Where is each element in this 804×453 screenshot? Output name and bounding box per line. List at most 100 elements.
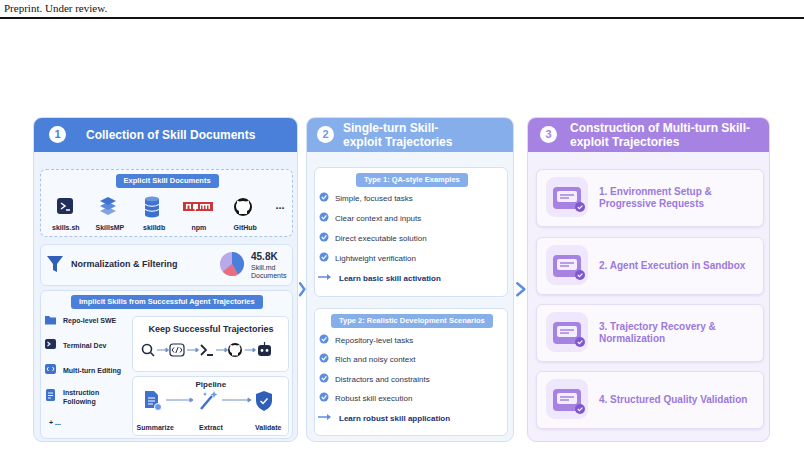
icon-shape [245, 350, 253, 351]
stage-chevron [300, 283, 304, 295]
step-title: 2. Agent Execution in Sandbox [599, 260, 759, 272]
icon-shape [560, 397, 574, 400]
icon-label: Extract [199, 423, 223, 432]
icon-shape [320, 335, 329, 344]
check-item: Lightweight verification [335, 254, 416, 264]
icon-shape [320, 393, 329, 402]
check-item: Direct executable solution [335, 234, 427, 244]
icon-shape [201, 396, 212, 409]
outcome-item: Learn robust skill application [339, 414, 450, 424]
icon-label: skilldb [143, 223, 165, 232]
icon-shape [48, 342, 51, 346]
icon-shape [318, 276, 328, 278]
icon-shape [322, 356, 327, 359]
source-item: Multi-turn Editing [63, 367, 129, 376]
icon-shape [322, 376, 327, 379]
icon-shape [234, 198, 252, 216]
icon-shape [322, 255, 327, 258]
icon-shape [47, 367, 54, 371]
step-title: 1. Environment Setup & Progressive Reque… [599, 186, 759, 210]
panel-title: Single-turn Skill-exploit Trajectories [343, 121, 473, 149]
icon-shape [196, 348, 199, 352]
icon-shape [220, 252, 244, 276]
step-number: 1 [49, 126, 66, 143]
step-title: 4. Structured Quality Validation [599, 394, 759, 406]
icon-label: skills.sh [52, 223, 80, 232]
icon-shape [320, 354, 329, 363]
header-note: Preprint. Under review. [4, 2, 107, 15]
icon-shape [578, 408, 583, 411]
icon-shape [203, 391, 218, 398]
icon-shape [318, 416, 328, 418]
icon-shape [322, 215, 327, 218]
icon-shape [190, 398, 193, 402]
icon-shape [45, 364, 56, 374]
icon-shape [223, 264, 238, 276]
icon-shape [145, 205, 159, 212]
icon-shape [546, 177, 588, 217]
icon-shape [201, 345, 213, 355]
icon-shape [560, 263, 574, 266]
icon-shape [322, 337, 327, 340]
source-box: Explicit Skill Documentsskills.shSkillsM… [40, 169, 293, 237]
icon-shape [546, 177, 588, 419]
more-marker: ... [276, 199, 285, 211]
source-item: + ... [49, 419, 115, 428]
icon-shape [320, 374, 329, 383]
icon-shape [261, 399, 268, 404]
icon-shape [166, 348, 169, 352]
icon-shape [57, 197, 252, 218]
icon-shape [575, 270, 585, 280]
icon-shape [318, 193, 331, 421]
section-tag: Implicit Skills from Successful Agent Tr… [71, 295, 263, 309]
icon-shape [151, 353, 155, 357]
header-rule [0, 17, 804, 19]
icon-shape [230, 345, 241, 356]
icon-shape [578, 341, 583, 344]
icon-shape [46, 389, 55, 401]
icon-shape [66, 209, 70, 211]
icon-shape [166, 400, 190, 401]
box-title: Pipeline [196, 380, 227, 390]
icon-shape [560, 330, 574, 333]
check-item: Distractors and constraints [335, 375, 430, 385]
icon-label: Summarize [137, 423, 174, 432]
icon-shape [143, 345, 155, 357]
icon-shape [157, 350, 166, 351]
icon-shape [578, 274, 583, 277]
icon-shape [248, 398, 251, 402]
step-number: 3 [540, 126, 557, 143]
check-item: Robust skill execution [335, 394, 412, 404]
icon-shape [557, 393, 577, 404]
stage-panel: 2Single-turn Skill-exploit TrajectoriesT… [306, 117, 514, 442]
source-item: Terminal Dev [63, 342, 129, 351]
icon-shape [166, 398, 251, 402]
check-item: Simple, focused tasks [335, 194, 413, 204]
icon-shape [517, 283, 524, 295]
icon-shape [261, 349, 264, 352]
icon-shape [253, 348, 256, 352]
icon-shape [327, 274, 331, 280]
icon-shape [222, 400, 248, 401]
source-item: Repo-level SWE [63, 317, 129, 326]
source-box: Implicit Skills from Successful Agent Tr… [40, 290, 293, 439]
icon-label: SkillsMP [96, 223, 125, 232]
icon-shape [148, 398, 155, 404]
icon-shape [172, 347, 182, 353]
type-box: Type 1: QA-style ExamplesSimple, focused… [314, 167, 508, 297]
icon-shape [61, 203, 65, 209]
icon-shape [170, 344, 184, 356]
icon-shape [266, 349, 269, 352]
icon-shape [187, 350, 196, 351]
check-item: Repository-level tasks [335, 336, 413, 346]
icon-shape [143, 345, 152, 354]
icon-shape [145, 197, 159, 202]
source-item: Instruction Following [63, 389, 129, 406]
icon-shape [228, 343, 242, 357]
outcome-item: Learn basic skill activation [339, 274, 441, 284]
icon-shape [546, 312, 588, 352]
icon-shape [320, 253, 329, 262]
icon-shape [557, 326, 577, 337]
icon-shape [575, 202, 585, 212]
icon-shape [557, 191, 577, 202]
